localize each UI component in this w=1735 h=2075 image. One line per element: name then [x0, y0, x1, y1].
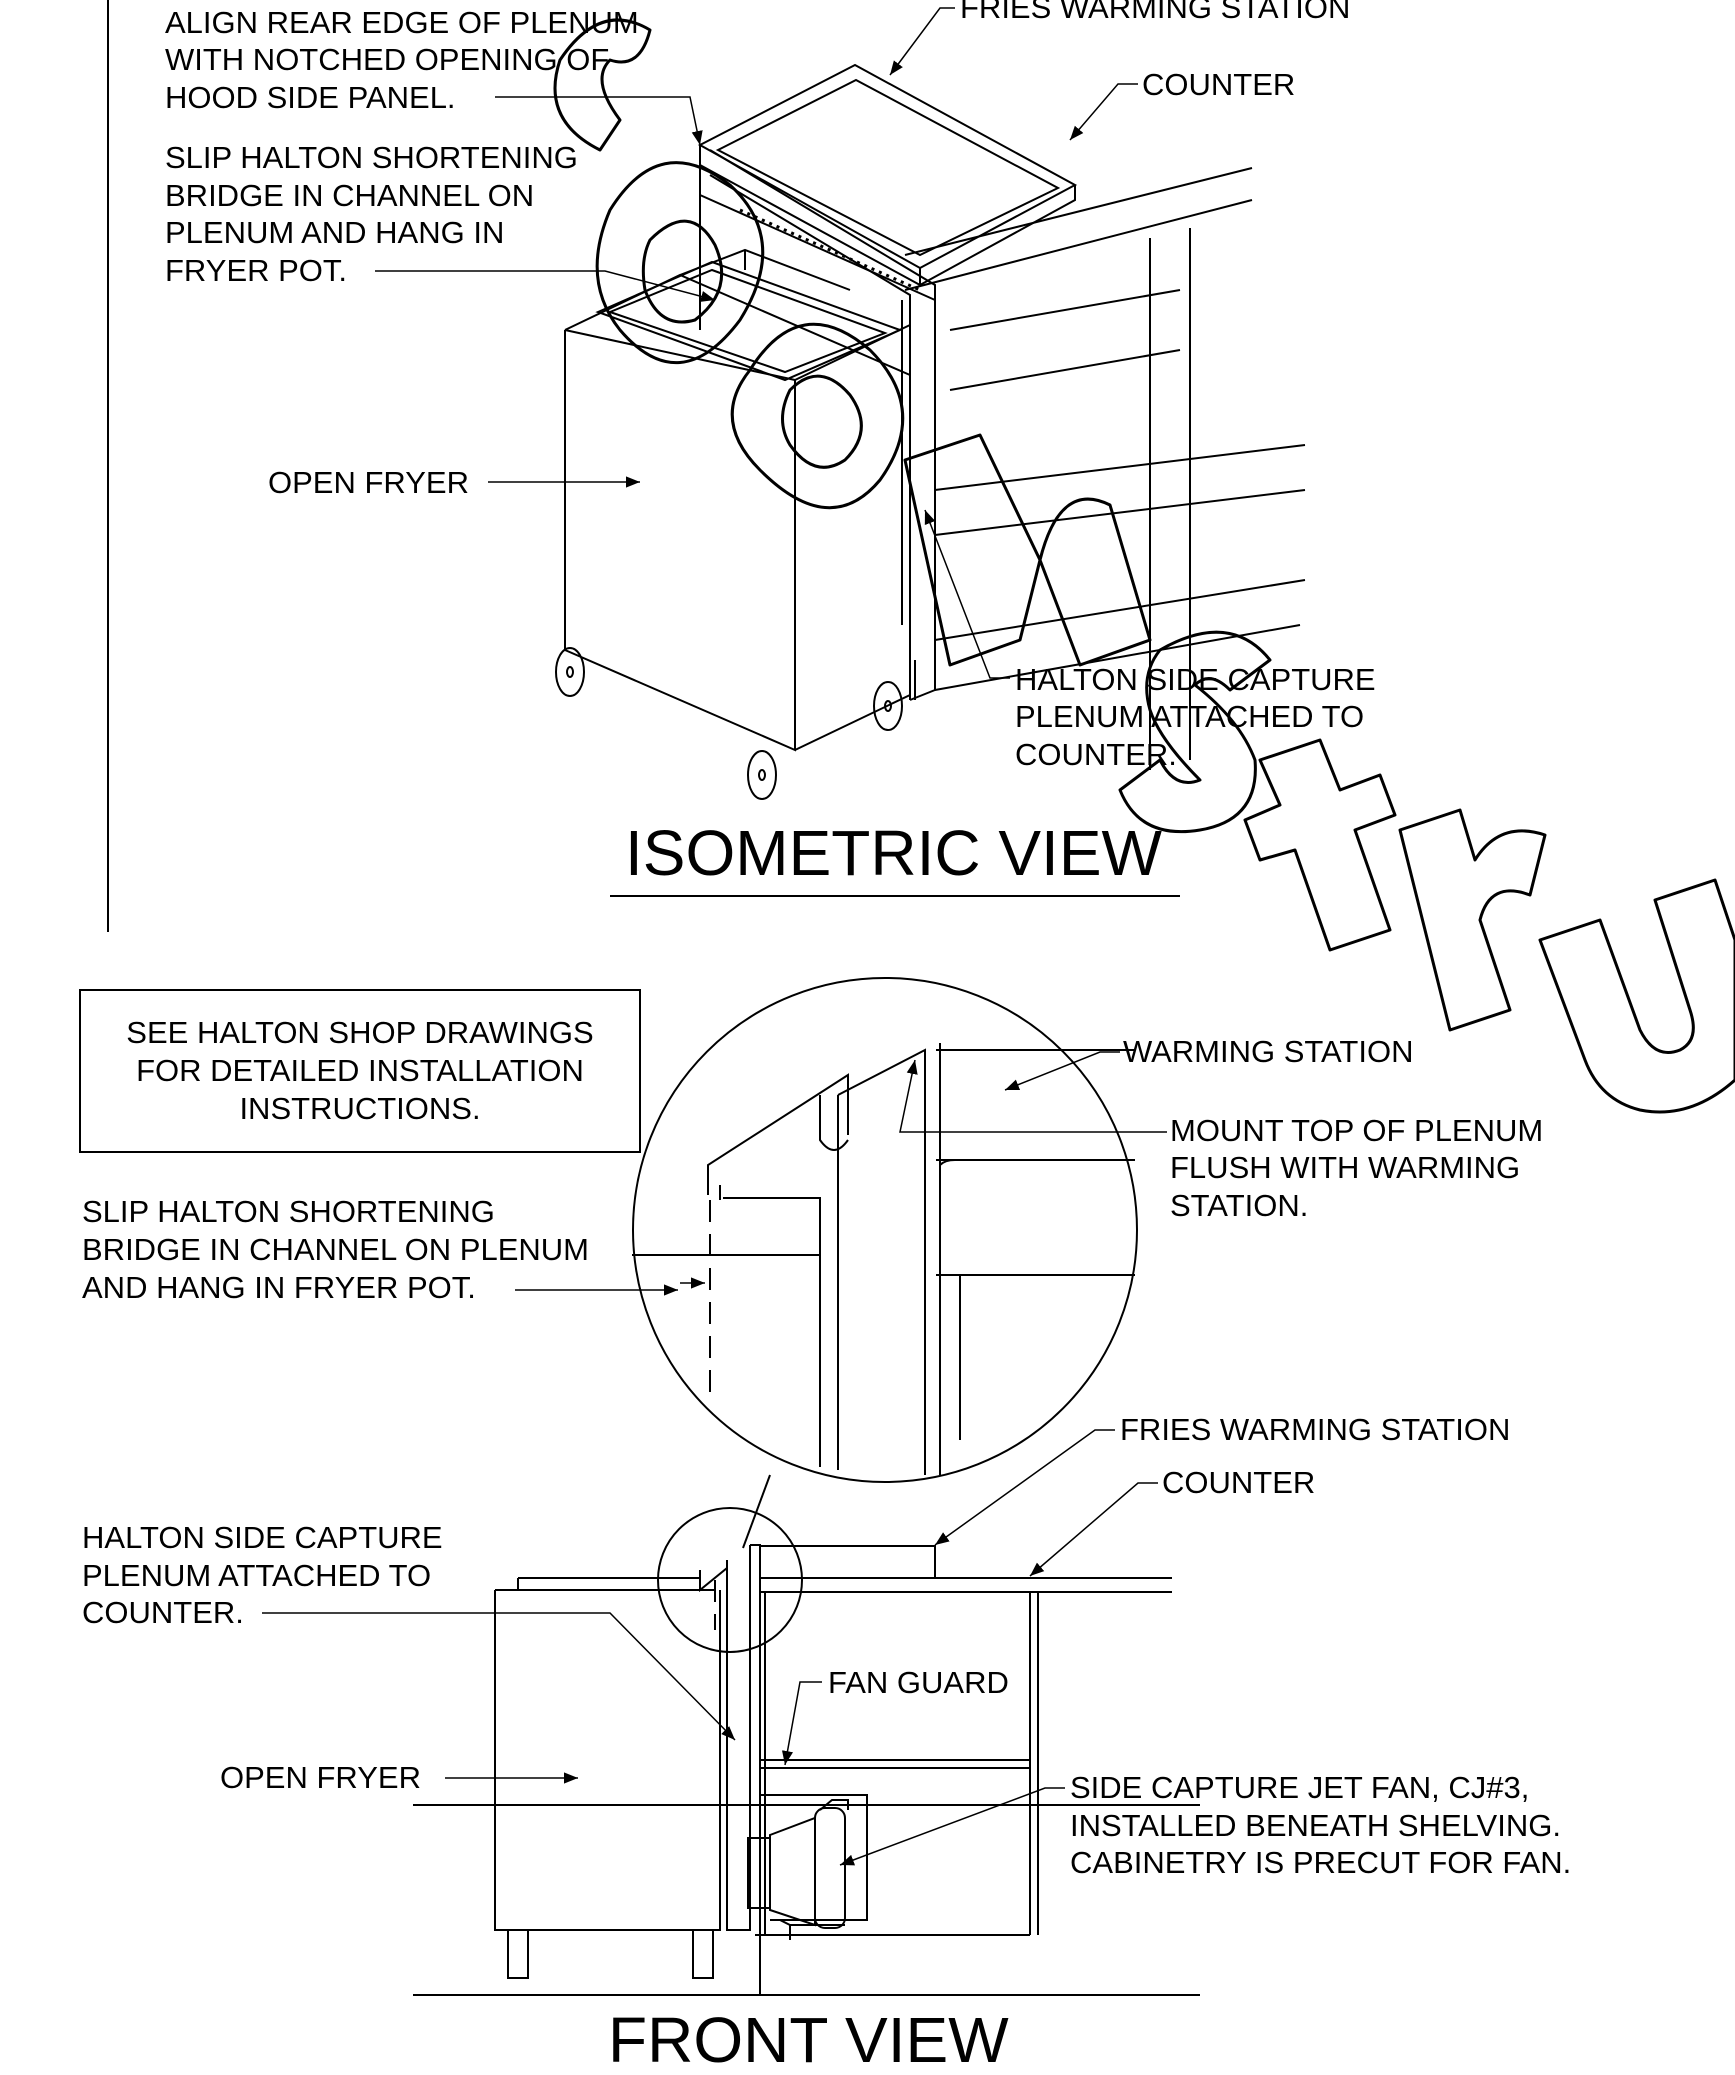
fv-label-fan-2: INSTALLED BENEATH SHELVING.: [1070, 1808, 1561, 1843]
fv-label-fan-3: CABINETRY IS PRECUT FOR FAN.: [1070, 1845, 1571, 1880]
front-view-title: FRONT VIEW: [608, 2004, 1009, 2075]
note-line-1: SEE HALTON SHOP DRAWINGS: [126, 1015, 593, 1050]
note-line-3: INSTRUCTIONS.: [239, 1091, 480, 1126]
iso-casters: [555, 647, 903, 800]
iso-leader-plenum: [924, 509, 1010, 679]
fv-label-fan-1: SIDE CAPTURE JET FAN, CJ#3,: [1070, 1770, 1529, 1805]
iso-label-plenum-1: HALTON SIDE CAPTURE: [1015, 662, 1376, 697]
watermark-outline: [553, 18, 1735, 1114]
iso-label-fries-warming-station: FRIES WARMING STATION: [960, 0, 1350, 25]
iso-leader-slip: [375, 270, 716, 302]
fv-leader-fries: [934, 1429, 1115, 1546]
iso-leader-align: [495, 96, 703, 146]
iso-leader-counter: [1069, 83, 1138, 141]
iso-label-slip-3: PLENUM AND HANG IN: [165, 215, 504, 250]
fv-label-fan-guard: FAN GUARD: [828, 1665, 1009, 1700]
iso-side-capture-plenum: [699, 145, 936, 701]
note-box: [79, 989, 641, 1153]
fv-label-fries-warming-station: FRIES WARMING STATION: [1120, 1412, 1510, 1447]
iso-label-slip-4: FRYER POT.: [165, 253, 347, 288]
iso-label-align-1: ALIGN REAR EDGE OF PLENUM: [165, 5, 639, 40]
iso-label-align-2: WITH NOTCHED OPENING OF: [165, 42, 609, 77]
fv-label-slip-3: AND HANG IN FRYER POT.: [82, 1270, 476, 1305]
detail-callout-circle: [657, 1507, 803, 1653]
front-view: SEE HALTON SHOP DRAWINGS FOR DETAILED IN…: [79, 977, 1571, 2075]
iso-label-counter: COUNTER: [1142, 67, 1295, 102]
fv-label-plenum-3: COUNTER.: [82, 1595, 244, 1630]
fv-label-warming-station: WARMING STATION: [1123, 1034, 1413, 1069]
fv-label-slip-1: SLIP HALTON SHORTENING: [82, 1194, 495, 1229]
fv-label-counter: COUNTER: [1162, 1465, 1315, 1500]
fv-leader-mount: [899, 1059, 1167, 1133]
detail-circle: [632, 977, 1138, 1483]
fv-leader-fan-guard: [781, 1681, 822, 1766]
detail-connector: [742, 1474, 771, 1549]
fv-leader-warming: [1004, 1051, 1120, 1091]
iso-label-plenum-2: PLENUM ATTACHED TO: [1015, 699, 1364, 734]
fv-label-slip-2: BRIDGE IN CHANNEL ON PLENUM: [82, 1232, 589, 1267]
note-line-2: FOR DETAILED INSTALLATION: [136, 1053, 584, 1088]
fv-leader-plenum: [262, 1612, 736, 1741]
isometric-view: FRIES WARMING STATION COUNTER ALIGN REAR…: [165, 0, 1376, 897]
iso-fries-warming-station: [697, 63, 1078, 286]
iso-label-slip-1: SLIP HALTON SHORTENING: [165, 140, 578, 175]
fv-label-mount-3: STATION.: [1170, 1188, 1308, 1223]
fv-leader-fan: [839, 1787, 1065, 1866]
fv-leader-counter: [1029, 1482, 1158, 1577]
fv-label-open-fryer: OPEN FRYER: [220, 1760, 421, 1795]
iso-leader-fries: [889, 7, 955, 76]
fv-label-mount-2: FLUSH WITH WARMING: [1170, 1150, 1520, 1185]
iso-view-title: ISOMETRIC VIEW: [625, 817, 1163, 889]
fv-label-plenum-1: HALTON SIDE CAPTURE: [82, 1520, 443, 1555]
iso-label-slip-2: BRIDGE IN CHANNEL ON: [165, 178, 534, 213]
iso-open-fryer: [564, 273, 911, 752]
fv-label-mount-1: MOUNT TOP OF PLENUM: [1170, 1113, 1543, 1148]
iso-label-open-fryer: OPEN FRYER: [268, 465, 469, 500]
front-elevation: [413, 1544, 1200, 1996]
fv-label-plenum-2: PLENUM ATTACHED TO: [82, 1558, 431, 1593]
iso-label-align-3: HOOD SIDE PANEL.: [165, 80, 456, 115]
